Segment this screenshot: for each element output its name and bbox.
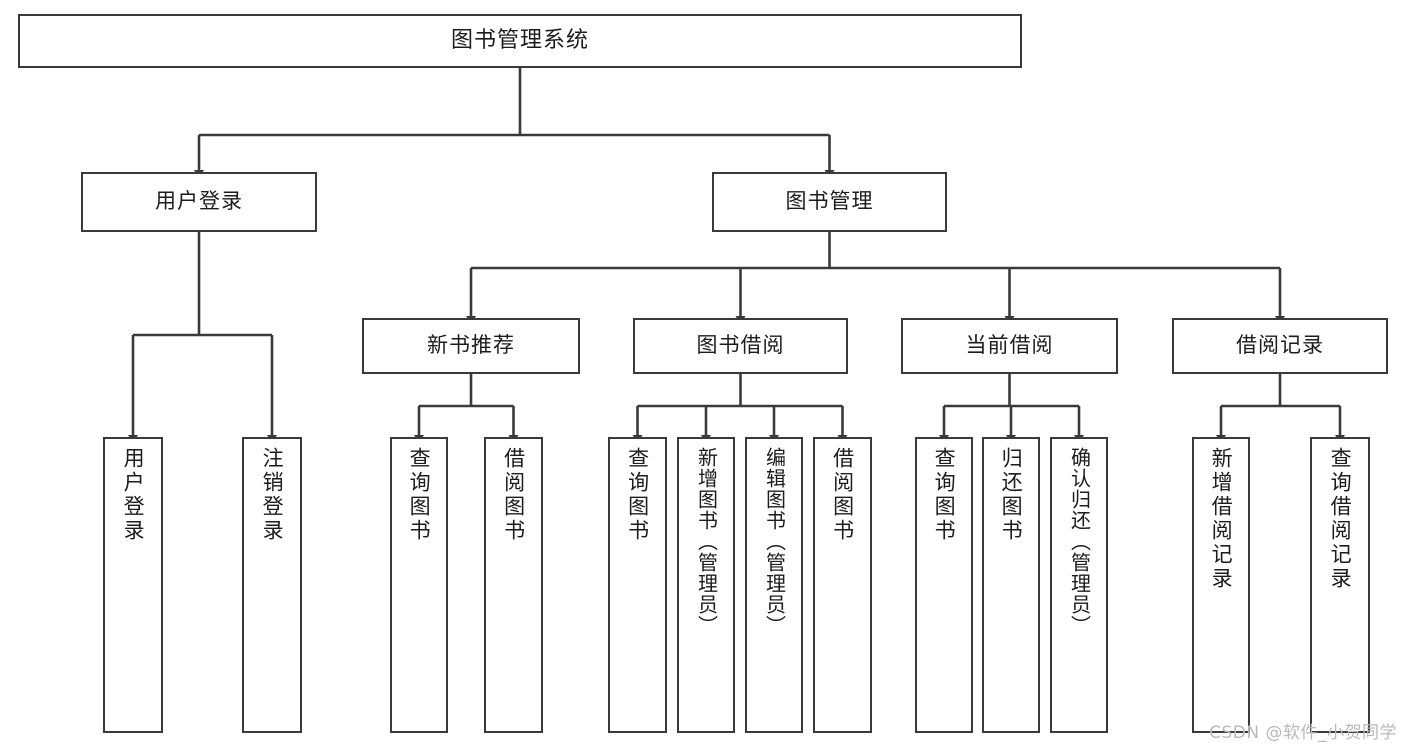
node-label-leaf-user-login: 用户登录 bbox=[121, 447, 146, 543]
node-leaf-add-record[interactable]: 新增借阅记录 bbox=[1192, 437, 1250, 733]
node-book-borrow[interactable]: 图书借阅 bbox=[633, 318, 848, 374]
node-label-leaf-borrow-book-1: 借阅图书 bbox=[501, 447, 526, 543]
node-book-manage[interactable]: 图书管理 bbox=[712, 172, 947, 232]
node-label-leaf-confirm-return: 确认归还（管理员） bbox=[1067, 447, 1092, 636]
node-borrow-record[interactable]: 借阅记录 bbox=[1172, 318, 1388, 374]
node-label-leaf-add-book: 新增图书（管理员） bbox=[694, 447, 719, 636]
node-user-login[interactable]: 用户登录 bbox=[81, 172, 317, 232]
node-label-root: 图书管理系统 bbox=[450, 27, 589, 53]
node-label-leaf-edit-book: 编辑图书（管理员） bbox=[762, 447, 787, 636]
node-label-book-manage: 图书管理 bbox=[785, 189, 874, 214]
node-label-new-book-rec: 新书推荐 bbox=[427, 333, 515, 358]
node-leaf-borrow-book-2[interactable]: 借阅图书 bbox=[813, 437, 872, 733]
node-leaf-add-book[interactable]: 新增图书（管理员） bbox=[677, 437, 735, 733]
node-label-book-borrow: 图书借阅 bbox=[696, 333, 785, 358]
node-label-leaf-query-book-3: 查询图书 bbox=[932, 447, 957, 543]
node-label-leaf-query-book-1: 查询图书 bbox=[407, 447, 432, 543]
node-label-borrow-record: 借阅记录 bbox=[1236, 333, 1324, 358]
node-leaf-borrow-book-1[interactable]: 借阅图书 bbox=[484, 437, 543, 733]
node-label-current-borrow: 当前借阅 bbox=[965, 333, 1054, 358]
node-leaf-user-login[interactable]: 用户登录 bbox=[103, 437, 163, 733]
watermark-label: CSDN @软件_小贺同学 bbox=[1209, 723, 1397, 743]
node-leaf-query-book-2[interactable]: 查询图书 bbox=[608, 437, 667, 733]
node-leaf-return-book[interactable]: 归还图书 bbox=[982, 437, 1040, 733]
node-leaf-edit-book[interactable]: 编辑图书（管理员） bbox=[745, 437, 803, 733]
node-label-leaf-borrow-book-2: 借阅图书 bbox=[830, 447, 855, 543]
node-root[interactable]: 图书管理系统 bbox=[18, 14, 1022, 68]
node-current-borrow[interactable]: 当前借阅 bbox=[901, 318, 1118, 374]
node-leaf-confirm-return[interactable]: 确认归还（管理员） bbox=[1050, 437, 1108, 733]
node-label-leaf-add-record: 新增借阅记录 bbox=[1209, 447, 1234, 591]
node-new-book-rec[interactable]: 新书推荐 bbox=[362, 318, 580, 374]
node-leaf-query-book-3[interactable]: 查询图书 bbox=[915, 437, 973, 733]
node-label-leaf-query-book-2: 查询图书 bbox=[625, 447, 650, 543]
node-leaf-logout[interactable]: 注销登录 bbox=[242, 437, 302, 733]
node-leaf-query-book-1[interactable]: 查询图书 bbox=[390, 437, 448, 733]
node-leaf-query-record[interactable]: 查询借阅记录 bbox=[1310, 437, 1370, 733]
node-label-leaf-return-book: 归还图书 bbox=[999, 447, 1024, 543]
node-label-leaf-query-record: 查询借阅记录 bbox=[1328, 447, 1353, 591]
node-label-leaf-logout: 注销登录 bbox=[260, 447, 285, 543]
node-label-user-login: 用户登录 bbox=[155, 189, 243, 214]
